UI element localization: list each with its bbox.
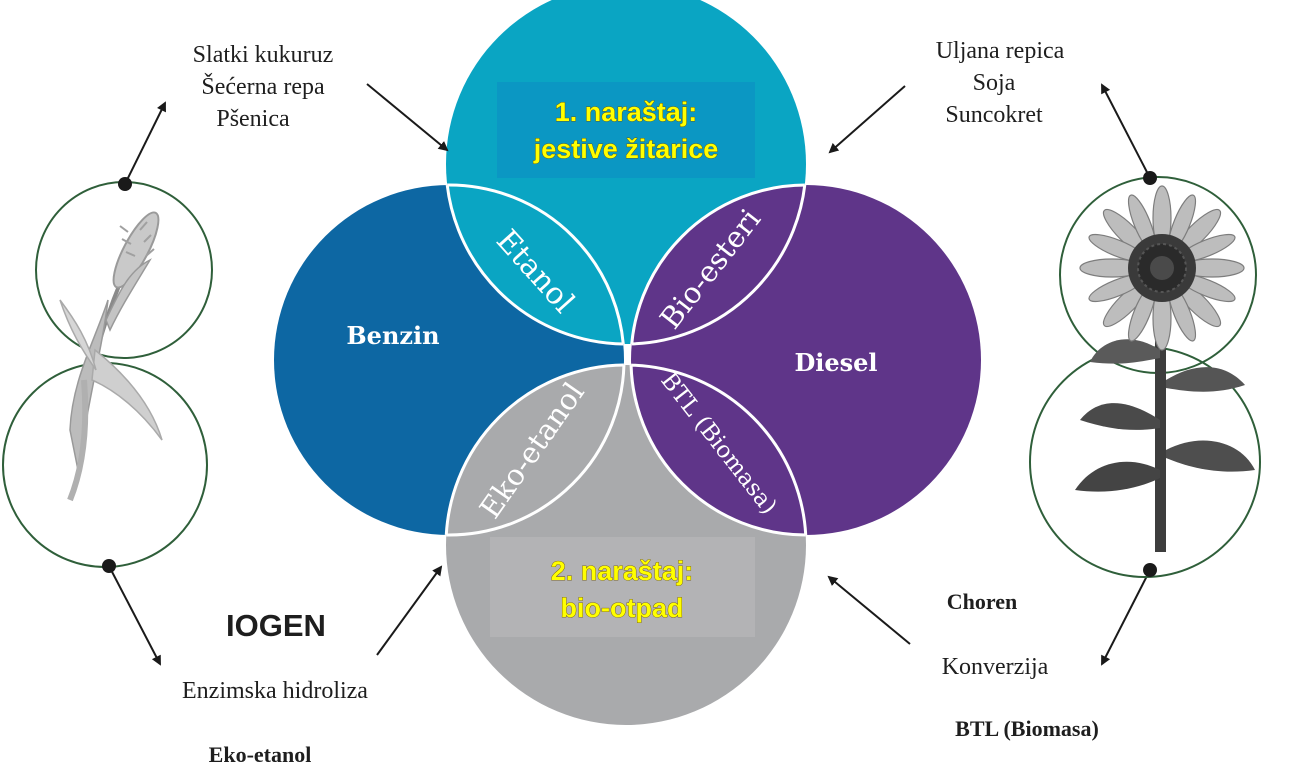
arrow-right-crops-to-gen1 bbox=[828, 85, 906, 154]
wheat-dot-bottom bbox=[102, 559, 116, 573]
company-iogen: IOGEN bbox=[226, 608, 326, 643]
sunflower-dot-top bbox=[1143, 171, 1157, 185]
arrow-wheat-down bbox=[108, 565, 161, 666]
bottom-left-group: IOGEN Enzimska hidroliza Eko-etanol bbox=[182, 608, 368, 767]
crops-left: Slatki kukuruz Šećerna repa Pšenica bbox=[193, 42, 334, 132]
sunflower-illustration bbox=[1029, 171, 1261, 578]
generation2-box bbox=[490, 537, 755, 637]
process-enzimska: Enzimska hidroliza bbox=[182, 678, 368, 704]
wheat-illustration bbox=[2, 177, 213, 573]
generation1-box bbox=[497, 82, 755, 178]
generation2-line2: bio-otpad bbox=[561, 593, 684, 623]
product-eko-etanol: Eko-etanol bbox=[209, 742, 312, 767]
lens-eko-etanol bbox=[446, 365, 624, 535]
generation1-line2: jestive žitarice bbox=[533, 134, 719, 164]
arrow-choren-to-gen2 bbox=[827, 575, 911, 645]
arrow-left-crops-to-gen1 bbox=[366, 83, 449, 152]
lens-bio-esteri bbox=[631, 185, 806, 344]
crop-left-1: Slatki kukuruz bbox=[193, 42, 334, 68]
arrow-sunflower-up bbox=[1101, 83, 1151, 179]
arrow-sunflower-down bbox=[1101, 569, 1151, 666]
company-choren: Choren bbox=[947, 589, 1018, 614]
lens-btl bbox=[631, 365, 806, 535]
crops-right: Uljana repica Soja Suncokret bbox=[936, 38, 1065, 128]
arrow-iogen-to-gen2 bbox=[376, 565, 443, 656]
process-konverzija: Konverzija bbox=[942, 654, 1049, 680]
arrows bbox=[108, 83, 1151, 666]
wheat-circle-bottom bbox=[2, 362, 208, 568]
generation2-line1: 2. naraštaj: bbox=[551, 556, 694, 586]
product-btl: BTL (Biomasa) bbox=[955, 716, 1099, 741]
sunflower-dot-bottom bbox=[1143, 563, 1157, 577]
generation1-line1: 1. naraštaj: bbox=[555, 97, 698, 127]
lens-etanol bbox=[446, 185, 624, 344]
label-diesel: Diesel bbox=[794, 348, 877, 377]
crop-right-3: Suncokret bbox=[945, 102, 1043, 128]
arrow-wheat-up bbox=[124, 101, 166, 185]
crop-right-2: Soja bbox=[973, 70, 1016, 96]
crop-right-1: Uljana repica bbox=[936, 38, 1065, 64]
crop-left-2: Šećerna repa bbox=[201, 73, 325, 100]
crop-left-3: Pšenica bbox=[216, 106, 290, 132]
venn-flower: 1. naraštaj: jestive žitarice 2. narašta… bbox=[274, 0, 981, 725]
wheat-icon bbox=[59, 211, 163, 502]
sunflower-icon bbox=[1075, 185, 1255, 552]
bottom-right-group: Choren Konverzija BTL (Biomasa) bbox=[942, 589, 1099, 741]
label-benzin: Benzin bbox=[346, 321, 439, 350]
wheat-dot-top bbox=[118, 177, 132, 191]
